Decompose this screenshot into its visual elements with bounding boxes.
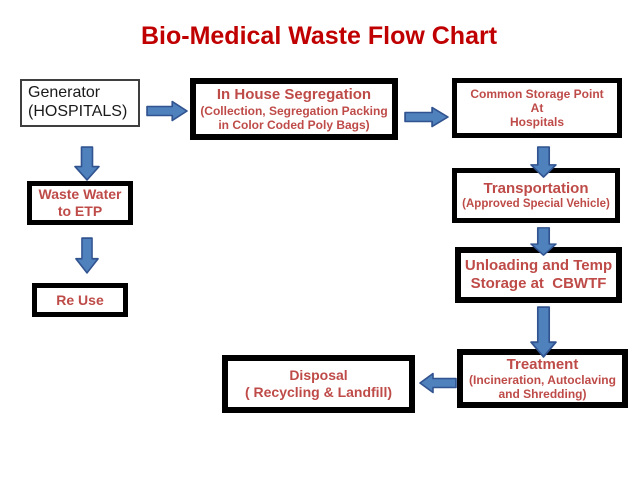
arrow-transportation-to-unloading-icon <box>530 227 557 256</box>
node-label: to ETP <box>57 203 103 219</box>
arrow-generator-to-inhouse-icon <box>146 100 188 122</box>
node-disposal: Disposal ( Recycling & Landfill) <box>222 355 415 413</box>
arrow-treatment-to-disposal-icon <box>419 372 457 394</box>
node-waste-water-to-etp: Waste Water to ETP <box>27 181 133 225</box>
node-sublabel: (Approved Special Vehicle) <box>462 197 610 210</box>
node-label: Treatment <box>506 355 579 373</box>
page-title: Bio-Medical Waste Flow Chart <box>140 22 498 50</box>
node-generator-hospitals: Generator (HOSPITALS) <box>20 79 140 127</box>
node-label: Unloading and Temp <box>464 257 613 275</box>
node-label: Generator <box>28 84 101 102</box>
node-sublabel: in Color Coded Poly Bags) <box>218 117 370 132</box>
arrow-unloading-to-treatment-icon <box>530 306 557 358</box>
node-common-storage-point: Common Storage Point At Hospitals <box>452 78 622 138</box>
node-label: Re Use <box>56 291 104 308</box>
node-re-use: Re Use <box>32 283 128 317</box>
node-label: Transportation <box>483 179 589 197</box>
node-label: (HOSPITALS) <box>28 103 128 120</box>
node-label: At <box>530 100 544 115</box>
arrow-generator-to-waste-water-icon <box>74 146 100 181</box>
node-label: ( Recycling & Landfill) <box>244 384 392 400</box>
node-label: Waste Water <box>38 186 122 203</box>
arrow-waste-water-to-re-use-icon <box>75 237 99 274</box>
node-label: Hospitals <box>509 115 564 130</box>
node-sublabel: (Incineration, Autoclaving <box>469 373 616 388</box>
node-label: Storage at CBWTF <box>470 275 607 292</box>
node-in-house-segregation: In House Segregation (Collection, Segreg… <box>190 78 398 140</box>
node-unloading-temp-storage: Unloading and Temp Storage at CBWTF <box>455 247 622 303</box>
node-label: Common Storage Point <box>470 86 604 101</box>
node-sublabel: (Collection, Segregation Packing <box>200 103 388 118</box>
arrow-inhouse-to-common-storage-icon <box>404 106 449 128</box>
arrow-common-storage-to-transportation-icon <box>530 146 557 178</box>
node-label: Disposal <box>289 367 348 384</box>
node-sublabel: and Shredding) <box>498 387 587 402</box>
node-label: In House Segregation <box>216 86 372 103</box>
node-treatment: Treatment (Incineration, Autoclaving and… <box>457 349 628 408</box>
